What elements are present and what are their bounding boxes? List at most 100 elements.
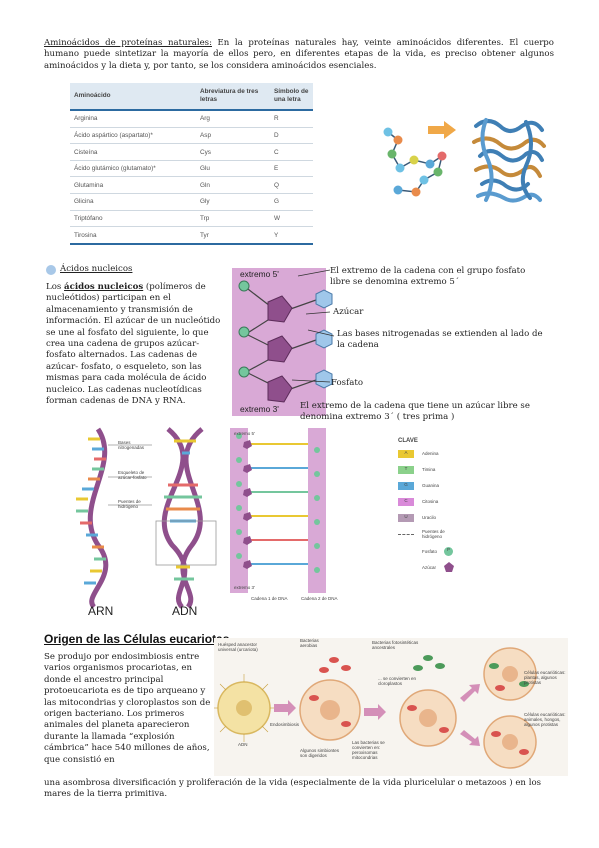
ladder-label-strand-2: Cadena 2 de DNA bbox=[301, 596, 338, 601]
nucleic-paragraph: Los ácidos nucleicos (polímeros de nucle… bbox=[46, 282, 228, 407]
dna-ladder-rungs bbox=[236, 433, 320, 573]
base-hexagons bbox=[315, 289, 333, 389]
diagram-bottom-label: extremo 3' bbox=[240, 404, 279, 414]
table-cell: Ácido glutámico (glutamato)* bbox=[70, 160, 196, 178]
nucleic-text-bold: ácidos nucleicos bbox=[64, 282, 144, 292]
table-header-cell: Símbolo de una letra bbox=[270, 83, 313, 111]
dna-double-helix bbox=[155, 427, 217, 609]
amino-chain-beads bbox=[383, 127, 447, 197]
diagram-top-label: extremo 5' bbox=[240, 269, 279, 279]
callout-sugar: Azúcar bbox=[333, 307, 364, 317]
callout-3-end: El extremo de la cadena que tiene un azú… bbox=[300, 401, 530, 423]
nucleotide-chain bbox=[238, 280, 333, 403]
host-cell bbox=[299, 679, 361, 741]
fig-label-photosynthetic: Bacterias fotosintéticas ancestrales bbox=[372, 640, 419, 650]
key-item-adenine: A Adenina bbox=[398, 448, 468, 464]
middle-cell bbox=[399, 689, 457, 747]
table-cell: Y bbox=[270, 226, 313, 246]
table-cell: Triptófano bbox=[70, 210, 196, 228]
table-cell: Asp bbox=[196, 127, 270, 145]
ladder-label-strand-1: Cadena 1 de DNA bbox=[251, 596, 288, 601]
table-cell: Glu bbox=[196, 160, 270, 178]
table-cell: Trp bbox=[196, 210, 270, 228]
fig-label-dna: ADN bbox=[238, 742, 248, 747]
amino-acid-table: Aminoácido Abreviatura de tres letras Sí… bbox=[70, 83, 313, 246]
fig-label-endosymbiosis: Endosimbiosis bbox=[270, 722, 300, 727]
sugar-pentagon-icon bbox=[444, 562, 454, 572]
intro-paragraph: Aminoácidos de proteínas naturales: En l… bbox=[44, 38, 554, 72]
key-item-sugar: Azúcar bbox=[398, 562, 468, 578]
key-list: A Adenina T Timina G Guanina C Citosina … bbox=[398, 448, 468, 578]
callout-bases: Las bases nitrogenadas se extienden al l… bbox=[337, 329, 543, 351]
phosphate-circles bbox=[238, 280, 250, 378]
aerobic-bacteria bbox=[319, 657, 351, 673]
fig-label-aerobic: Bacterias aerobias bbox=[300, 638, 319, 648]
key-item-uracil: U Uracilo bbox=[398, 512, 468, 528]
amino-paragraph: En la proteínas naturales hay, veinte am… bbox=[44, 38, 554, 71]
process-arrows bbox=[274, 684, 480, 746]
helix-leader-lines bbox=[108, 444, 152, 506]
table-cell: Gln bbox=[196, 176, 270, 195]
eukaryote-paragraph-full: una asombrosa diversificación y prolifer… bbox=[44, 778, 542, 800]
table-cell: Cys bbox=[196, 143, 270, 161]
fig-label-ancestor: Huésped anacestor universal (urcariota) bbox=[218, 642, 258, 652]
table-cell: Glutamina bbox=[70, 176, 196, 195]
nucleic-text-lead: Los bbox=[46, 282, 65, 292]
table-cell: C bbox=[270, 143, 313, 161]
dna-ladder-strand-2 bbox=[308, 428, 326, 593]
photosynthetic-bacteria bbox=[413, 655, 445, 671]
key-item-phosphate: P Fosfato bbox=[398, 546, 468, 562]
table-header-cell: Abreviatura de tres letras bbox=[196, 83, 270, 111]
table-cell: Arg bbox=[196, 110, 270, 128]
ancestor-cell bbox=[214, 674, 278, 742]
rna-dna-helices bbox=[76, 427, 217, 609]
rna-label: ARN bbox=[88, 604, 114, 618]
arrow-right-icon bbox=[428, 121, 456, 139]
table-cell: Cisteína bbox=[70, 143, 196, 161]
table-cell: Arginina bbox=[70, 110, 196, 128]
sugar-pentagons bbox=[267, 295, 293, 403]
table-cell: Gly bbox=[196, 193, 270, 211]
nucleic-text-rest: (polímeros de nucleótidos) participan en… bbox=[46, 282, 221, 407]
folded-protein bbox=[472, 118, 546, 203]
ladder-label-end5: extremo 5' bbox=[234, 431, 255, 436]
dna-label: ADN bbox=[172, 604, 198, 618]
table-cell: Ácido aspártico (aspartato)* bbox=[70, 127, 196, 145]
fig-label-chloroplasts: ... se convierten en cloroplastos bbox=[378, 676, 417, 686]
helix-label-bases: Bases nitrogenadas bbox=[118, 440, 145, 450]
table-cell: G bbox=[270, 193, 313, 211]
key-item-thymine: T Timina bbox=[398, 464, 468, 480]
callout-phosphate: Fosfato bbox=[331, 378, 364, 388]
fig-label-animals: Células eucarióticas: animales, hongos, … bbox=[524, 712, 566, 727]
eukaryote-heading: Origen de las Células eucariotas. bbox=[44, 632, 233, 646]
key-item-cytosine: C Citosina bbox=[398, 496, 468, 512]
table-cell: Q bbox=[270, 176, 313, 195]
table-cell: Tirosina bbox=[70, 226, 196, 246]
eukaryote-paragraph-column: Se produjo por endosimbiosis entre vario… bbox=[44, 652, 211, 765]
rna-strand bbox=[76, 427, 109, 609]
fig-label-peroxisomes: Las bacterias se convierten en: peroxiso… bbox=[352, 740, 385, 760]
table-cell: E bbox=[270, 160, 313, 178]
table-header-cell: Aminoácido bbox=[70, 83, 196, 111]
table-cell: D bbox=[270, 127, 313, 145]
plant-cell bbox=[483, 647, 537, 701]
key-item-hbonds: Puentes de hidrógeno bbox=[398, 528, 468, 546]
fig-label-symbionts: Algunos simbiontes son digeridos bbox=[300, 748, 340, 758]
protein-folding-illustration bbox=[383, 118, 546, 203]
callout-5-end: El extremo de la cadena con el grupo fos… bbox=[330, 266, 526, 288]
bullet-icon bbox=[46, 265, 56, 275]
helix-label-hbonds: Puentes de hidrógeno bbox=[118, 499, 141, 509]
animal-cell bbox=[483, 715, 537, 769]
key-title: CLAVE bbox=[398, 438, 418, 444]
table-cell: Tyr bbox=[196, 226, 270, 246]
fig-label-plants: Células eucarióticas: plantas, algunos p… bbox=[524, 670, 566, 685]
helix-label-backbone: Esqueleto de azúcar-fosfato bbox=[118, 470, 147, 480]
table-header-row: Aminoácido Abreviatura de tres letras Sí… bbox=[70, 83, 313, 111]
amino-heading: Aminoácidos de proteínas naturales: bbox=[44, 38, 212, 48]
nucleic-heading: Ácidos nucleicos bbox=[60, 264, 133, 274]
